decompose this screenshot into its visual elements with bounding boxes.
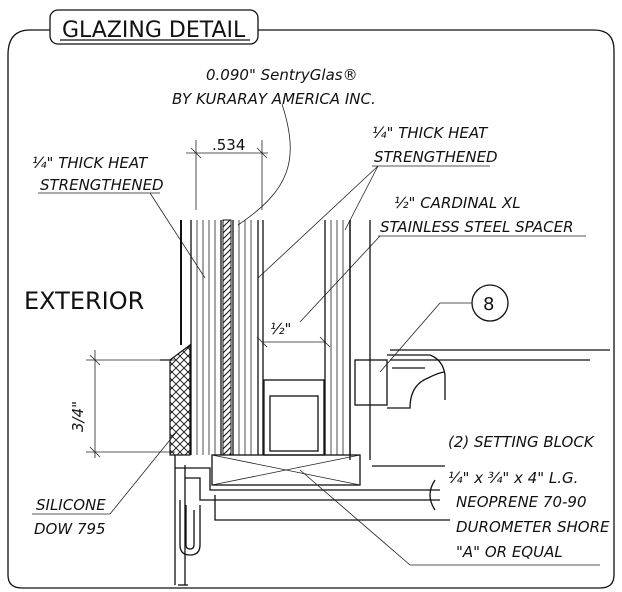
setting-block-label-line5: "A" OR EQUAL <box>456 543 563 561</box>
interlayer-label-line2: BY KURARAY AMERICA INC. <box>172 90 376 108</box>
sentryglas-interlayer <box>222 219 232 456</box>
dimension-half-inch: ½" <box>270 320 291 338</box>
detail-border <box>7 29 615 589</box>
setting-block-leader <box>299 469 411 566</box>
setting-block-label-line1: (2) SETTING BLOCK <box>448 433 595 451</box>
setting-block-label-line2: ¼" x ¾" x 4" L.G. <box>448 469 578 487</box>
left-glass-label-line1: ¼" THICK HEAT <box>32 154 149 172</box>
interior-stop <box>349 220 610 460</box>
setting-block-label-line4: DUROMETER SHORE <box>456 518 610 536</box>
spacer-leader <box>299 235 381 323</box>
spacer-label-line1: ½" CARDINAL XL <box>394 194 521 212</box>
callout-number: 8 <box>483 294 494 315</box>
dimension-three-quarter: 3/4" <box>69 401 87 432</box>
steel-spacer <box>263 379 325 456</box>
title-box <box>49 9 259 45</box>
silicone-leader <box>109 429 179 515</box>
left-glass-label-line2: STRENGTHENED <box>40 176 164 194</box>
interlayer-label-line1: 0.090" SentryGlas® <box>206 66 358 84</box>
right-glass-label-line2: STRENGTHENED <box>374 148 498 166</box>
interlayer-leader <box>237 103 291 226</box>
right-glass-label-line1: ¼" THICK HEAT <box>372 124 489 142</box>
silicone-label-line2: DOW 795 <box>34 520 106 538</box>
spacer-label-line2: STAINLESS STEEL SPACER <box>380 218 574 236</box>
silicone-label-line1: SILICONE <box>36 496 106 514</box>
detail-title: GLAZING DETAIL <box>62 18 246 43</box>
callout-8-leader-diag <box>379 302 441 373</box>
glazing-assembly <box>180 219 361 486</box>
right-glass-leader-b <box>344 165 379 231</box>
desiccant-box <box>269 395 319 452</box>
frame-profile <box>174 455 450 586</box>
right-glass-leader-a <box>257 165 379 279</box>
left-glass-leader <box>149 192 206 279</box>
setting-block <box>211 454 361 486</box>
dimension-534: .534 <box>212 136 245 154</box>
silicone-seal <box>169 343 191 456</box>
setting-block-label-line3: NEOPRENE 70-90 <box>456 493 587 511</box>
exterior-label: EXTERIOR <box>24 287 144 315</box>
